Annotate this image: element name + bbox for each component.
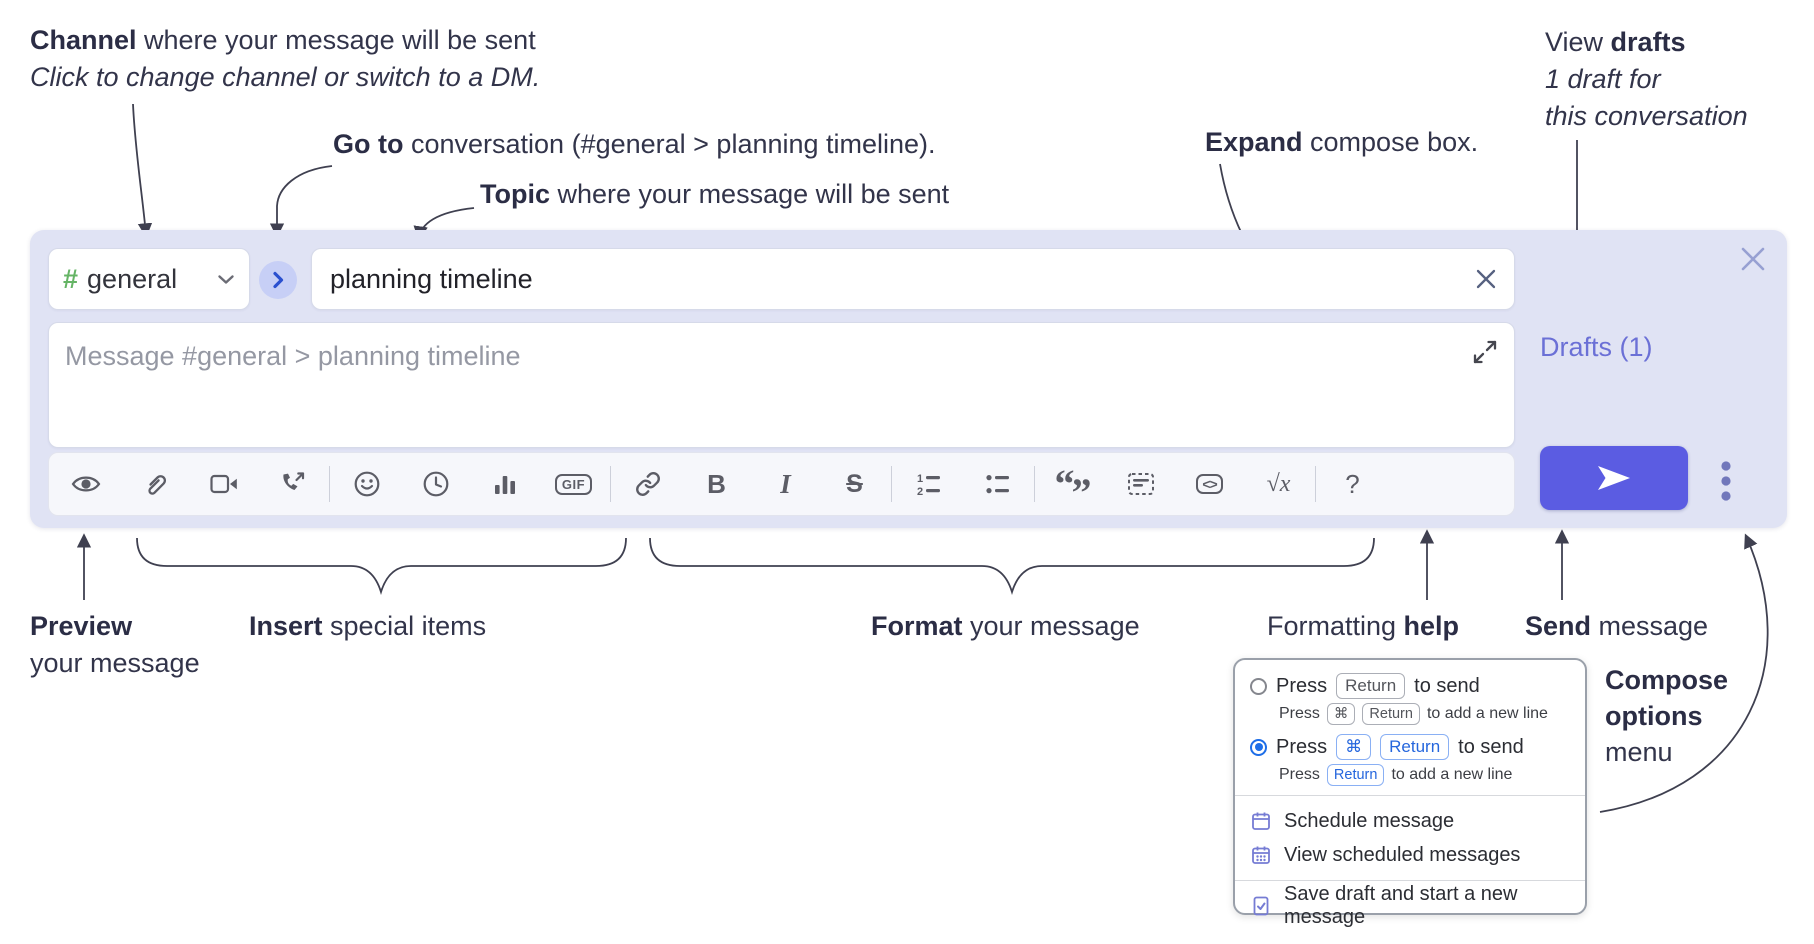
save-draft-item[interactable]: Save draft and start a new message <box>1250 883 1570 928</box>
paper-plane-icon <box>1596 464 1632 492</box>
chevron-down-icon <box>217 274 235 285</box>
enter-sends-subtext: Press ⌘ Return to add a new line <box>1279 702 1570 726</box>
send-annotation: Send message <box>1525 611 1709 641</box>
italic-icon[interactable]: I <box>780 468 791 499</box>
expand-annotation: Expand compose box. <box>1205 127 1479 157</box>
topic-input[interactable]: planning timeline <box>311 248 1515 310</box>
compose-options-annotation: Compose options menu <box>1605 665 1729 767</box>
math-icon[interactable]: √x <box>1266 470 1291 497</box>
vertical-ellipsis-icon <box>1721 461 1731 501</box>
topic-value: planning timeline <box>330 263 533 294</box>
voice-call-icon[interactable] <box>258 456 327 512</box>
toolbar-divider <box>1315 466 1316 502</box>
drafts-annotation: View drafts 1 draft for this conversatio… <box>1545 27 1748 131</box>
return-key: Return <box>1380 734 1450 760</box>
svg-text:1: 1 <box>917 473 923 485</box>
insert-brace <box>136 537 627 596</box>
enter-sends-option[interactable]: Press Return to send <box>1250 671 1570 701</box>
attach-paperclip-icon[interactable] <box>120 456 189 512</box>
toolbar-divider <box>610 466 611 502</box>
document-check-icon <box>1250 895 1272 917</box>
view-scheduled-messages-item[interactable]: View scheduled messages <box>1250 838 1570 872</box>
toolbar-divider <box>1034 466 1035 502</box>
channel-selector[interactable]: # general <box>48 248 250 310</box>
clear-topic-icon[interactable] <box>1474 267 1498 291</box>
formatting-help-annotation: Formatting help <box>1267 611 1460 641</box>
cmd-enter-sends-subtext: Press Return to add a new line <box>1279 763 1570 787</box>
return-key: Return <box>1336 673 1406 699</box>
goto-conversation-button[interactable] <box>259 261 297 299</box>
cmd-key: ⌘ <box>1326 703 1356 725</box>
insert-annotation: Insert special items <box>249 611 487 641</box>
format-brace <box>649 537 1375 596</box>
preview-annotation: Preview your message <box>30 611 200 678</box>
schedule-message-item[interactable]: Schedule message <box>1250 804 1570 838</box>
spoiler-icon[interactable] <box>1106 456 1175 512</box>
channel-hash-icon: # <box>63 263 79 294</box>
message-placeholder: Message #general > planning timeline <box>65 341 521 371</box>
quote-icon[interactable]: “” <box>1054 461 1092 515</box>
return-key: Return <box>1326 764 1385 786</box>
topic-annotation: Topic where your message will be sent <box>480 179 950 209</box>
calendar-dots-icon <box>1250 844 1272 866</box>
emoji-icon[interactable] <box>332 456 401 512</box>
cmd-enter-sends-option[interactable]: Press ⌘ Return to send <box>1250 732 1570 762</box>
send-button[interactable] <box>1540 446 1688 510</box>
channel-annotation: Channel where your message will be sent … <box>30 25 541 92</box>
formatting-help-icon[interactable]: ? <box>1345 468 1360 499</box>
toolbar-divider <box>329 466 330 502</box>
radio-selected-icon[interactable] <box>1250 738 1267 756</box>
chevron-right-icon <box>272 270 285 290</box>
video-call-icon[interactable] <box>189 456 258 512</box>
channel-arrow <box>132 103 153 238</box>
return-key: Return <box>1362 703 1420 725</box>
expand-compose-icon[interactable] <box>1472 339 1498 365</box>
cmd-key: ⌘ <box>1336 734 1372 760</box>
goto-annotation: Go to conversation (#general > planning … <box>333 129 936 159</box>
poll-chart-icon[interactable] <box>470 456 539 512</box>
message-input[interactable]: Message #general > planning timeline <box>48 322 1515 448</box>
goto-arrow <box>269 165 333 238</box>
channel-name: general <box>87 263 178 294</box>
toolbar-divider <box>891 466 892 502</box>
close-compose-icon[interactable] <box>1736 242 1770 276</box>
strikethrough-icon[interactable]: S <box>846 469 863 498</box>
svg-text:2: 2 <box>917 486 923 497</box>
gif-icon[interactable]: GIF <box>539 456 608 512</box>
drafts-link[interactable]: Drafts (1) <box>1540 332 1653 362</box>
code-icon[interactable]: <> <box>1175 456 1244 512</box>
preview-eye-icon[interactable] <box>51 456 120 512</box>
calendar-icon <box>1250 810 1272 832</box>
menu-divider <box>1235 880 1585 881</box>
menu-divider <box>1235 795 1585 796</box>
compose-options-menu: Press Return to send Press ⌘ Return to a… <box>1233 658 1587 928</box>
bold-icon[interactable]: B <box>707 468 726 499</box>
bulleted-list-icon[interactable] <box>963 456 1032 512</box>
radio-unselected-icon[interactable] <box>1250 677 1267 695</box>
link-icon[interactable] <box>613 456 682 512</box>
format-annotation: Format your message <box>871 611 1140 641</box>
compose-options-button[interactable] <box>1712 458 1740 506</box>
global-time-clock-icon[interactable] <box>401 456 470 512</box>
